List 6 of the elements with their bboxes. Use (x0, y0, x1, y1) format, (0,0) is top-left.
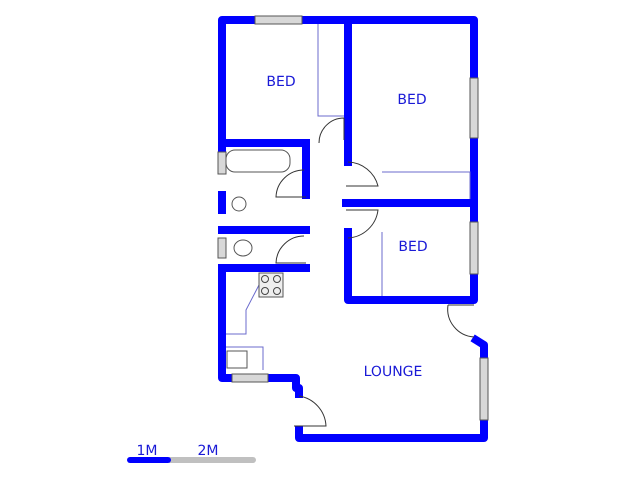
room-label: BED (266, 74, 296, 90)
room-label: BED (397, 92, 427, 108)
room-label: LOUNGE (364, 364, 422, 380)
scale-label: 2M (198, 443, 218, 459)
room-label: BED (398, 239, 428, 255)
scale-label: 1M (136, 443, 158, 459)
